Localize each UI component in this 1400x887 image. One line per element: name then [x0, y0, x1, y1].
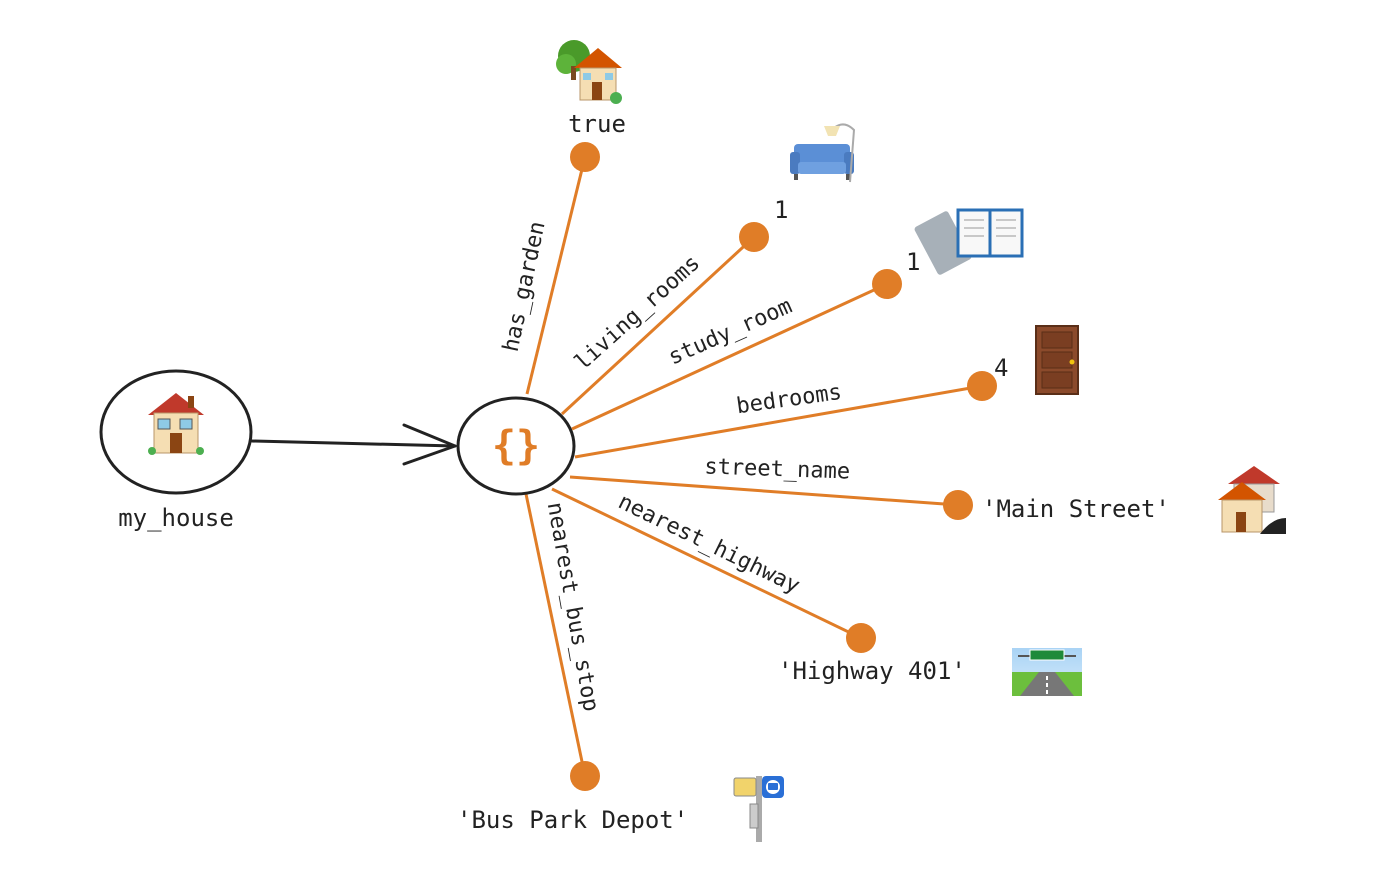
books-icon [914, 208, 1024, 275]
object-node-brace: {} [492, 423, 540, 469]
leaf-node-study_room [872, 269, 902, 299]
edge-nearest_highway [551, 487, 862, 640]
leaf-node-nearest_highway [846, 623, 876, 653]
edge-nearest_bus_stop [524, 493, 587, 777]
couch-and-lamp-icon [790, 123, 856, 183]
value-living_rooms: 1 [774, 196, 788, 224]
edge-label-nearest_highway: nearest_highway [614, 489, 804, 599]
houses-icon [1218, 466, 1286, 534]
value-has_garden: true [568, 110, 626, 138]
edge-bedrooms [574, 384, 983, 459]
edge-living_rooms [560, 235, 756, 416]
object-node-circle [456, 396, 576, 496]
leaf-node-living_rooms [739, 222, 769, 252]
door-icon [1035, 325, 1079, 395]
value-bedrooms: 4 [994, 354, 1008, 382]
edge-label-street_name: street_name [704, 454, 850, 484]
value-nearest_highway: 'Highway 401' [778, 657, 966, 685]
house-icon [148, 393, 204, 455]
root-node-circle [99, 369, 253, 495]
value-street_name: 'Main Street' [982, 495, 1170, 523]
value-nearest_bus_stop: 'Bus Park Depot' [457, 806, 688, 834]
root-arrow-line [250, 439, 457, 448]
bus-stop-icon [733, 776, 784, 842]
leaf-node-street_name [943, 490, 973, 520]
edge-study_room [571, 282, 888, 431]
motorway-icon [1012, 648, 1082, 696]
root-arrow-head [402, 423, 457, 466]
leaf-node-has_garden [570, 142, 600, 172]
leaf-node-nearest_bus_stop [570, 761, 600, 791]
root-label: my_house [118, 504, 234, 532]
house-with-garden-icon [556, 40, 622, 104]
leaf-node-bedrooms [967, 371, 997, 401]
edge-label-study_room: study_room [665, 294, 796, 371]
edge-street_name [569, 475, 959, 507]
value-study_room: 1 [906, 248, 920, 276]
edge-has_garden [525, 156, 587, 395]
